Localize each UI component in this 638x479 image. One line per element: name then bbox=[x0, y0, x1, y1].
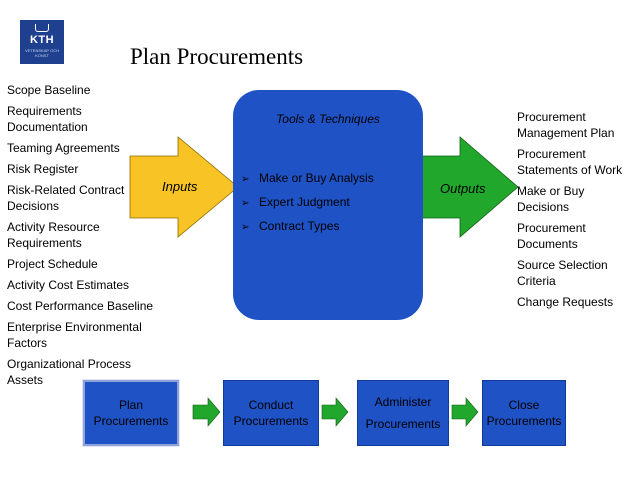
input-item: Cost Performance Baseline bbox=[7, 299, 154, 313]
outputs-list: Procurement Management Plan Procurement … bbox=[517, 109, 635, 315]
arrow-bullet-icon: ➢ bbox=[241, 198, 250, 209]
input-item: Risk Register bbox=[7, 162, 79, 176]
output-item: Procurement Statements of Work bbox=[517, 147, 623, 177]
tools-techniques-box: Tools & Techniques ➢ Make or Buy Analysis… bbox=[233, 90, 423, 320]
tool-item: ➢ Contract Types bbox=[241, 218, 374, 236]
step-arrow-3 bbox=[451, 397, 479, 427]
kth-logo: KTH VETENSKAP OCH KONST bbox=[20, 20, 64, 64]
page-title: Plan Procurements bbox=[130, 44, 304, 69]
step-line: Procurements bbox=[365, 417, 441, 431]
crown-icon bbox=[35, 24, 49, 32]
tools-list: ➢ Make or Buy Analysis ➢ Expert Judgment ➢… bbox=[241, 170, 374, 242]
step-line: Plan bbox=[118, 398, 143, 412]
logo-subtext: VETENSKAP OCH KONST bbox=[25, 48, 59, 58]
step-arrow-2 bbox=[321, 397, 349, 427]
input-item: Requirements Documentation bbox=[7, 104, 88, 134]
output-item: Procurement Management Plan bbox=[517, 110, 615, 140]
inputs-label: Inputs bbox=[162, 179, 198, 194]
step-line: Procurements bbox=[93, 414, 169, 428]
input-item: Scope Baseline bbox=[7, 83, 91, 97]
step-line: Close bbox=[508, 398, 540, 412]
input-item: Enterprise Environmental Factors bbox=[7, 320, 142, 350]
tool-label: Expert Judgment bbox=[259, 195, 350, 209]
step-line: Conduct bbox=[248, 398, 294, 412]
tool-item: ➢ Make or Buy Analysis bbox=[241, 170, 374, 188]
input-item: Activity Resource Requirements bbox=[7, 220, 100, 250]
input-item: Activity Cost Estimates bbox=[7, 278, 130, 292]
input-item: Organizational Process Assets bbox=[7, 357, 132, 387]
step-plan-procurements: Plan Procurements bbox=[83, 380, 179, 446]
output-item: Change Requests bbox=[517, 295, 614, 309]
tool-label: Contract Types bbox=[259, 219, 340, 233]
step-administer-procurements: Administer Procurements bbox=[357, 380, 449, 446]
step-line: Procurements bbox=[486, 414, 562, 428]
tool-item: ➢ Expert Judgment bbox=[241, 194, 374, 212]
outputs-arrow bbox=[417, 136, 519, 238]
arrow-bullet-icon: ➢ bbox=[241, 174, 250, 185]
step-conduct-procurements: Conduct Procurements bbox=[223, 380, 319, 446]
inputs-arrow bbox=[129, 136, 239, 238]
tool-label: Make or Buy Analysis bbox=[259, 171, 374, 185]
input-item: Risk-Related Contract Decisions bbox=[7, 183, 125, 213]
inputs-list: Scope Baseline Requirements Documentatio… bbox=[7, 82, 177, 393]
input-item: Teaming Agreements bbox=[7, 141, 120, 155]
arrow-bullet-icon: ➢ bbox=[241, 222, 250, 233]
output-item: Make or Buy Decisions bbox=[517, 184, 585, 214]
step-line: Procurements bbox=[233, 414, 309, 428]
step-arrow-1 bbox=[192, 397, 221, 427]
output-item: Source Selection Criteria bbox=[517, 258, 608, 288]
step-line: Administer bbox=[374, 395, 432, 409]
logo-text: KTH bbox=[29, 34, 55, 46]
step-close-procurements: Close Procurements bbox=[482, 380, 566, 446]
output-item: Procurement Documents bbox=[517, 221, 586, 251]
outputs-label: Outputs bbox=[440, 181, 486, 196]
tools-title: Tools & Techniques bbox=[276, 112, 380, 126]
input-item: Project Schedule bbox=[7, 257, 98, 271]
